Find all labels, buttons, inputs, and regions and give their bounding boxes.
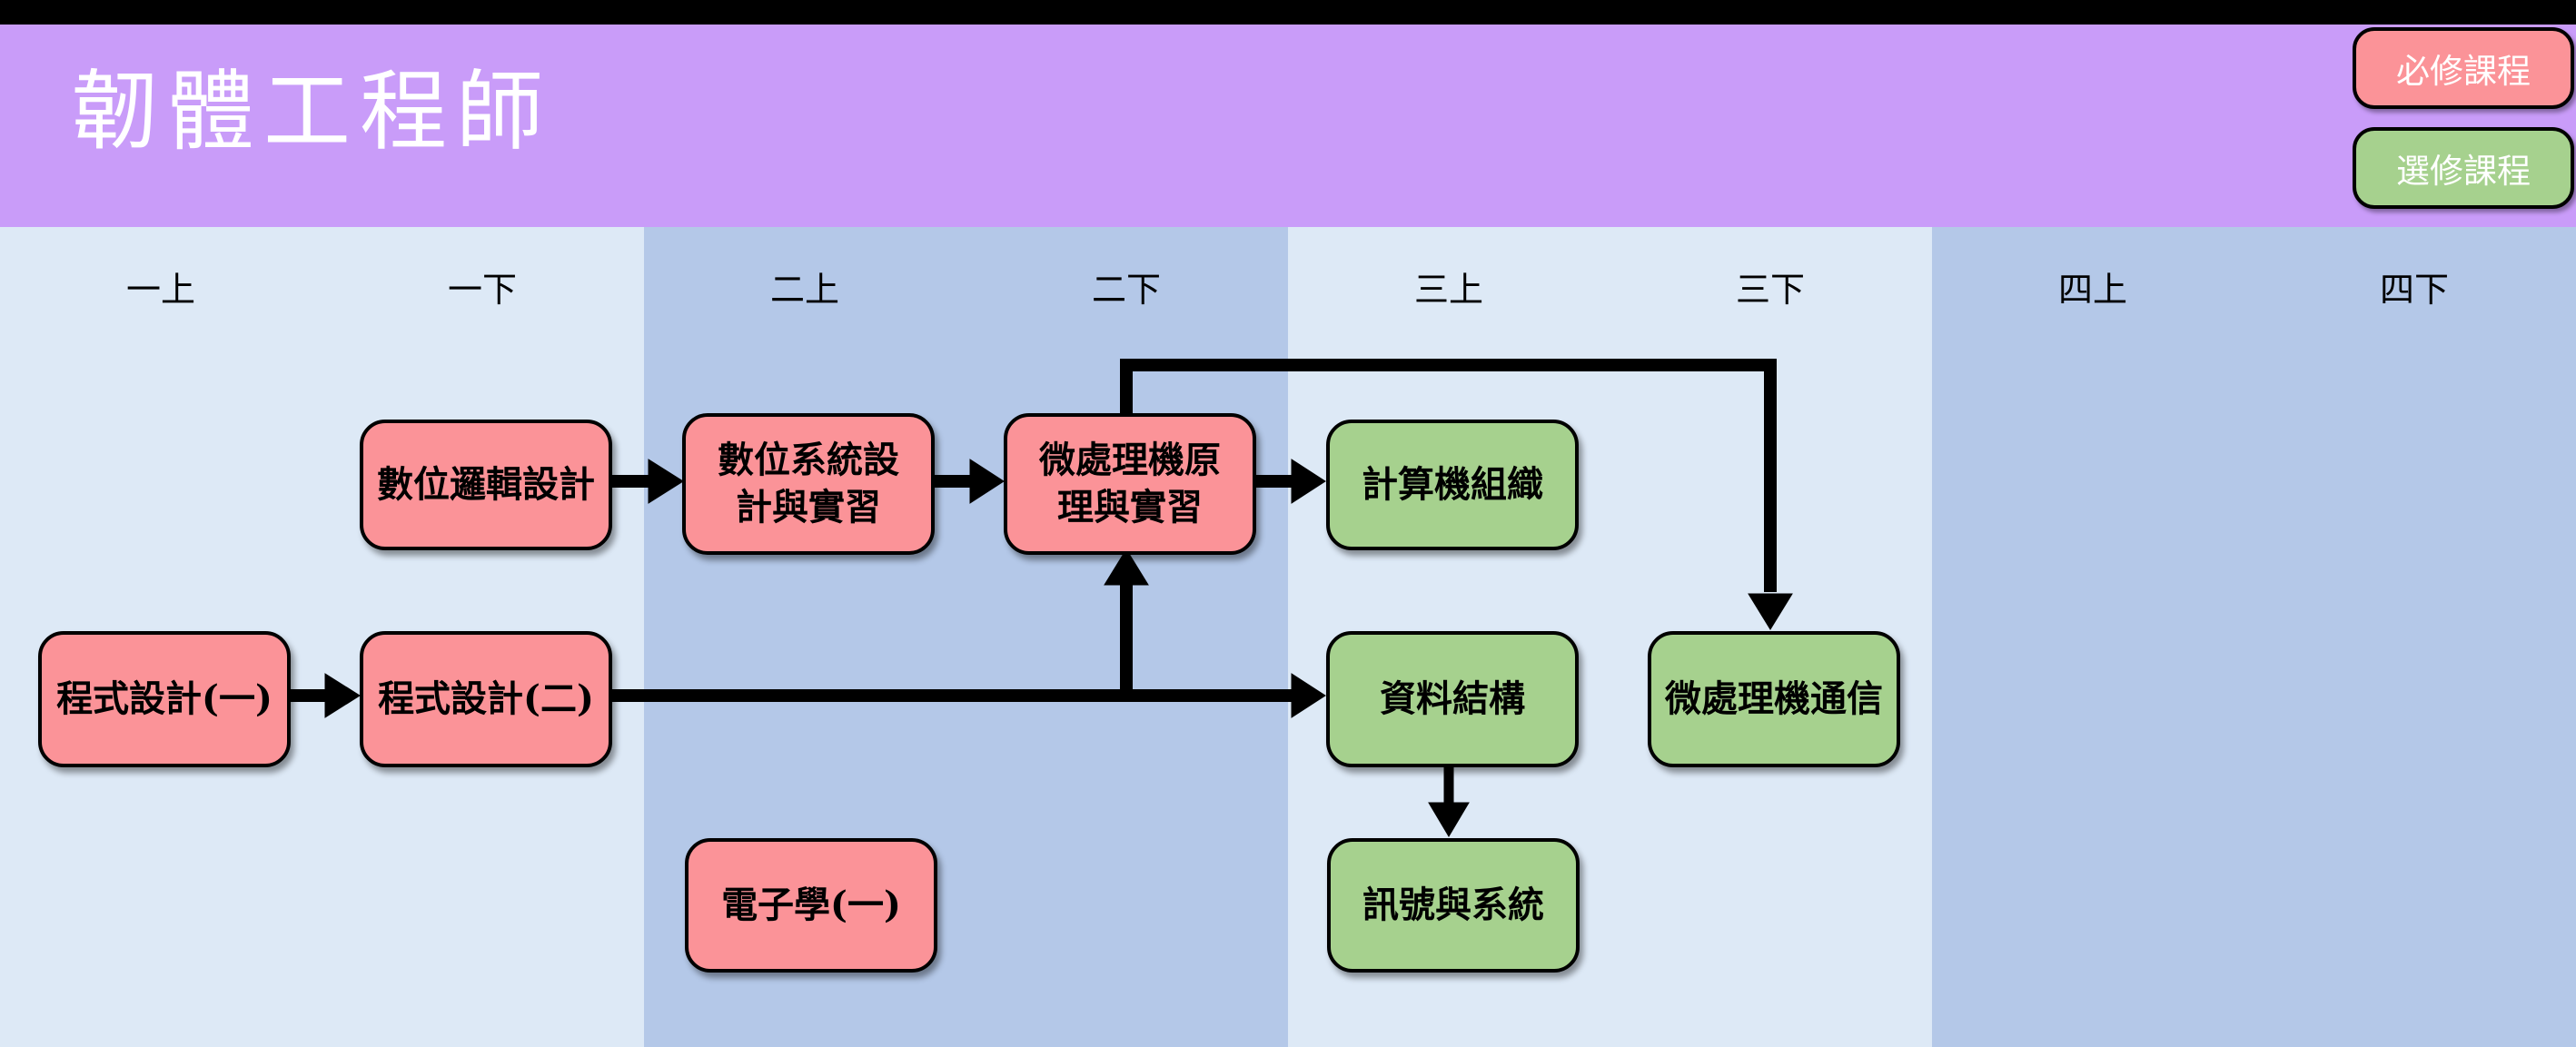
column-header-6: 三下	[1735, 270, 1806, 310]
arrow-microprocessor-to-microprocessor-communication	[1120, 359, 1793, 630]
course-box-programming-2[interactable]: 程式設計(二)	[360, 631, 612, 767]
semester-grid: 一上 一下 二上 二下 三上 三下 四上 四下	[0, 227, 2576, 1047]
legend-required-button[interactable]: 必修課程	[2353, 27, 2574, 109]
arrow-programming2-to-data-structures	[603, 673, 1326, 718]
column-header-2: 一下	[447, 270, 518, 310]
section-year4	[1932, 227, 2576, 1047]
legend-required-label: 必修課程	[2396, 52, 2531, 91]
arrow-digital-system-to-microprocessor	[926, 459, 1005, 504]
course-box-data-structures[interactable]: 資料結構	[1326, 631, 1579, 767]
arrow-programming1-to-programming2	[282, 673, 361, 718]
column-header-1: 一上	[125, 270, 196, 310]
course-box-microprocessor-principles-lab[interactable]: 微處理機原 理與實習	[1004, 413, 1256, 555]
column-header-8: 四下	[2379, 270, 2450, 310]
course-box-electronics-1[interactable]: 電子學(一)	[685, 838, 937, 973]
prerequisite-arrows	[282, 359, 1793, 837]
arrow-microprocessor-to-computer-organization	[1248, 459, 1326, 504]
course-box-programming-1[interactable]: 程式設計(一)	[38, 631, 291, 767]
course-box-digital-logic-design[interactable]: 數位邏輯設計	[360, 420, 612, 550]
legend-elective-button[interactable]: 選修課程	[2353, 127, 2574, 209]
column-header-7: 四上	[2057, 270, 2128, 310]
arrow-data-structures-to-signals	[1428, 758, 1470, 837]
course-box-signals-and-systems[interactable]: 訊號與系統	[1327, 838, 1580, 973]
legend-elective-label: 選修課程	[2396, 152, 2531, 191]
column-header-3: 二上	[769, 270, 840, 310]
course-box-computer-organization[interactable]: 計算機組織	[1326, 420, 1579, 550]
header-banner: 韌體工程師 必修課程 選修課程	[0, 25, 2576, 227]
course-box-microprocessor-communication[interactable]: 微處理機通信	[1648, 631, 1900, 767]
column-header-5: 三上	[1413, 270, 1484, 310]
column-header-4: 二下	[1091, 270, 1162, 310]
page-title: 韌體工程師	[71, 61, 552, 163]
top-black-bar	[0, 0, 2576, 25]
arrow-programming2-to-microprocessor	[1104, 548, 1149, 696]
course-box-digital-system-design-lab[interactable]: 數位系統設 計與實習	[682, 413, 935, 555]
arrow-digital-logic-to-digital-system	[603, 459, 684, 504]
